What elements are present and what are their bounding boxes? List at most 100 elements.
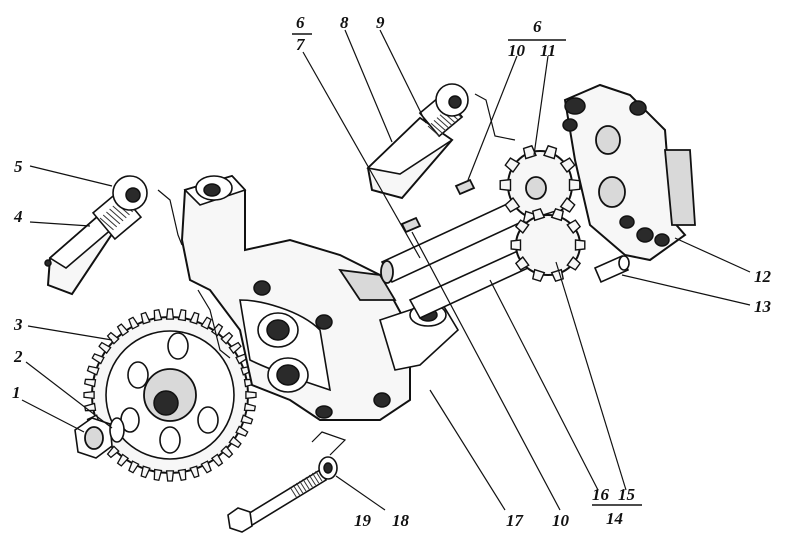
gear-tooth — [200, 316, 212, 330]
housing-bore-lower-hole — [276, 364, 300, 386]
assembly-path — [197, 289, 231, 359]
thread-line — [99, 217, 114, 231]
thread-line — [109, 208, 124, 222]
gear-tooth — [128, 316, 140, 330]
gear-tooth — [165, 470, 175, 482]
thread-line — [433, 120, 447, 132]
washer-ring — [109, 417, 125, 443]
callout-17: 17 — [506, 511, 525, 530]
lock-washer — [109, 417, 125, 443]
shaft-keys — [400, 178, 476, 234]
leader-10-top — [467, 55, 518, 181]
gear-tooth — [140, 311, 151, 325]
thread-line — [315, 470, 323, 482]
leader-5 — [29, 165, 113, 187]
pump-gear-tooth — [514, 256, 530, 271]
gear-tooth — [140, 465, 151, 479]
housing-bolt-hole — [373, 392, 391, 408]
housing-bolt-hole — [315, 405, 333, 419]
thread-line — [439, 114, 453, 126]
cover-side-boss — [664, 149, 696, 226]
bolt-head — [227, 507, 253, 533]
callout-1: 1 — [12, 383, 21, 402]
gear-tooth — [200, 460, 212, 474]
pin-end — [618, 255, 630, 271]
gear-hole — [167, 332, 189, 360]
pump-gear-tooth — [559, 196, 576, 213]
callout-3: 3 — [13, 315, 23, 334]
key-upper — [454, 178, 476, 196]
pump-gear-tooth — [566, 219, 582, 234]
gear-tooth — [98, 341, 112, 355]
callout-12: 12 — [754, 267, 772, 286]
gear-tooth — [106, 331, 120, 345]
gear-hole — [197, 406, 219, 434]
leader-lines — [21, 29, 751, 511]
callout-15: 15 — [618, 485, 636, 504]
gear-tooth — [177, 308, 187, 322]
gear-tooth — [245, 390, 257, 400]
nut-bore — [84, 426, 104, 450]
thread-line — [311, 472, 320, 484]
cover-bore — [598, 176, 626, 208]
gear-bore — [153, 390, 179, 416]
pump-gear-tooth — [504, 157, 521, 174]
pump-cover — [562, 83, 696, 262]
leader-11 — [533, 55, 549, 156]
pump-gear-tooth — [559, 157, 576, 174]
callout-13: 13 — [754, 297, 772, 316]
callout-6-top: 6 — [296, 13, 305, 32]
leader-3 — [27, 325, 113, 341]
callout-7: 7 — [296, 35, 306, 54]
leader-16 — [489, 279, 599, 491]
gear-tooth — [153, 468, 163, 482]
assembly-paths — [157, 93, 516, 456]
pump-gear-tooth — [550, 207, 565, 222]
gear-tooth — [83, 378, 97, 388]
pump-gear-tooth — [510, 239, 522, 251]
housing-lug-hole — [203, 183, 221, 197]
thread-line — [436, 117, 450, 129]
pressure-valve-left — [44, 175, 148, 296]
valve-top-face — [366, 116, 454, 175]
pump-gear-lower — [510, 207, 586, 283]
pump-gear-tooth — [531, 207, 546, 222]
housing-bolt-hole — [253, 280, 271, 296]
gear-tooth — [165, 308, 175, 320]
bolt-washer — [318, 456, 338, 480]
leader-18 — [335, 475, 386, 511]
pump-gear-tooth — [499, 178, 512, 192]
gear-tooth — [220, 445, 234, 459]
callout-2: 2 — [13, 347, 23, 366]
gear-tooth — [189, 465, 200, 479]
thread-line — [295, 482, 304, 494]
gear-tooth — [91, 353, 105, 365]
callout-18: 18 — [392, 511, 410, 530]
cover-hole — [654, 233, 670, 247]
thread-line — [102, 214, 118, 228]
callout-9: 9 — [376, 13, 385, 32]
pump-gear-tooth — [504, 196, 521, 213]
nut — [74, 417, 113, 459]
gear-upper-bore — [525, 176, 547, 200]
thread-line — [308, 474, 317, 486]
gear-tooth — [106, 445, 120, 459]
thread-line — [302, 478, 310, 490]
assembly-path — [311, 431, 347, 456]
callout-16: 16 — [592, 485, 610, 504]
leader-1 — [21, 399, 85, 433]
gear-tooth — [210, 453, 224, 467]
pump-gear-tooth — [574, 239, 586, 251]
gear-tooth — [228, 435, 242, 449]
pump-gear-tooth — [514, 219, 530, 234]
gear-tooth — [128, 460, 140, 474]
callout-8: 8 — [340, 13, 349, 32]
shaft-upper-end — [380, 260, 394, 284]
leader-17 — [429, 389, 506, 511]
thread-line — [299, 480, 307, 492]
leader-2 — [25, 361, 113, 429]
callout-14: 14 — [606, 509, 623, 528]
leader-9 — [379, 29, 427, 124]
pump-gear-tooth — [543, 144, 558, 160]
